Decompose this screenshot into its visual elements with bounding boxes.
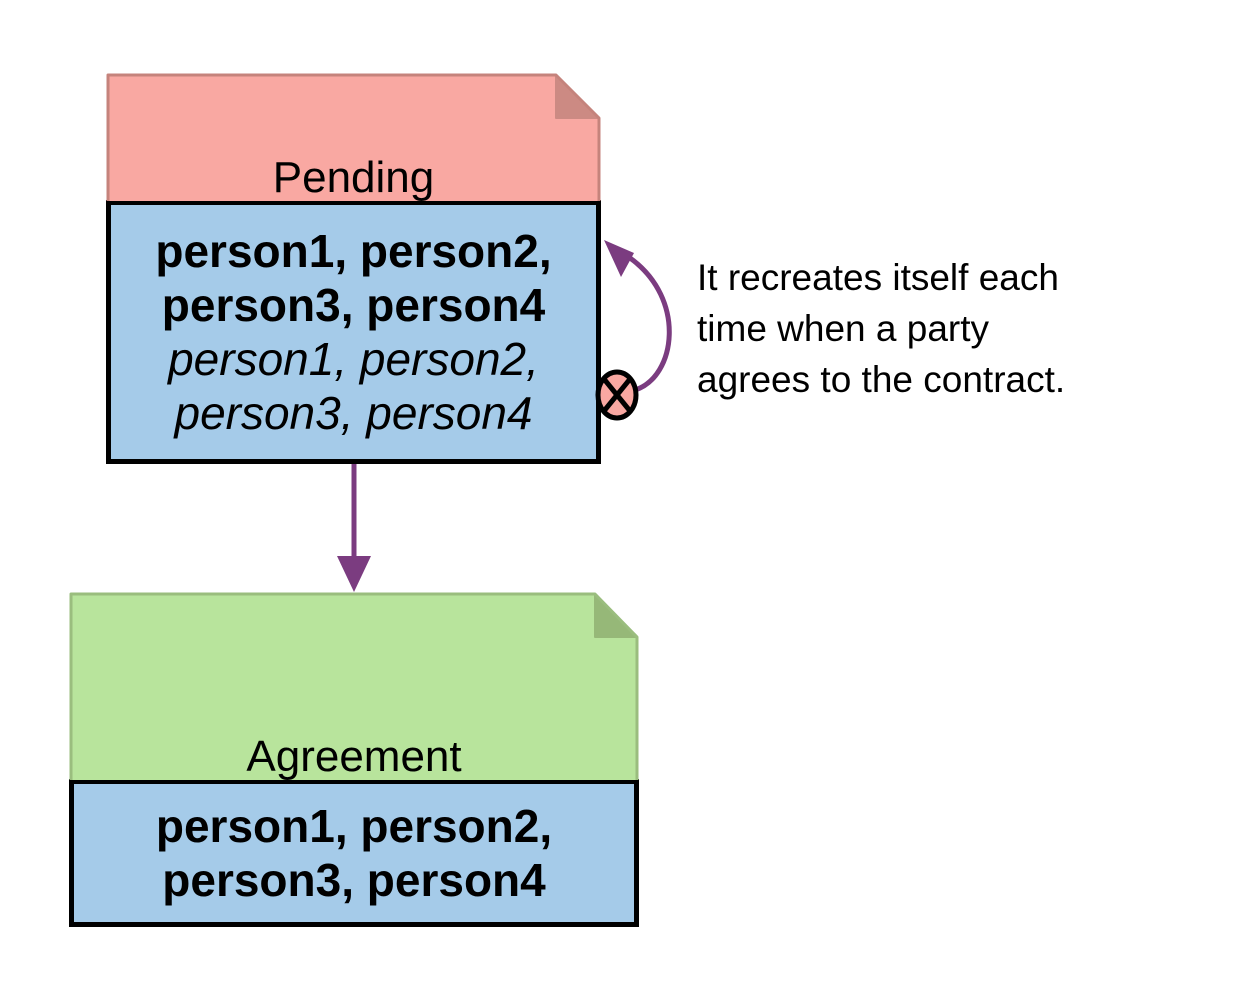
recreate-arrow-shaft xyxy=(628,255,672,393)
recreate-annotation: It recreates itself each time when a par… xyxy=(697,252,1065,405)
archive-cross-line xyxy=(602,377,632,413)
agreement-contract-box: person1, person2, person3, person4 xyxy=(69,779,639,927)
pending-to-agreement-arrow xyxy=(337,464,371,592)
agreement-signatories-line: person1, person2, xyxy=(155,800,553,852)
transition-arrowhead-icon xyxy=(337,556,371,592)
agreement-state-title: Agreement xyxy=(246,731,462,781)
recreate-arrowhead-icon xyxy=(604,240,634,277)
archive-cross-line xyxy=(602,377,632,413)
pending-signatories-line: person3, person4 xyxy=(161,279,546,331)
annotation-line: It recreates itself each xyxy=(697,257,1059,298)
pending-contract-box: person1, person2, person3, person4 perso… xyxy=(106,200,601,464)
pending-state-title: Pending xyxy=(272,152,435,202)
annotation-line: agrees to the contract. xyxy=(697,359,1066,400)
archive-x-icon xyxy=(595,369,639,421)
pending-signatories-line: person1, person2, xyxy=(155,225,552,277)
annotation-line: time when a party xyxy=(697,308,990,349)
pending-parties-line: person3, person4 xyxy=(174,387,533,439)
recreate-loop-arrow xyxy=(604,240,672,393)
agreement-signatories-line: person3, person4 xyxy=(162,854,546,906)
pending-parties-line: person1, person2, xyxy=(168,333,539,385)
archive-circle xyxy=(595,369,639,421)
